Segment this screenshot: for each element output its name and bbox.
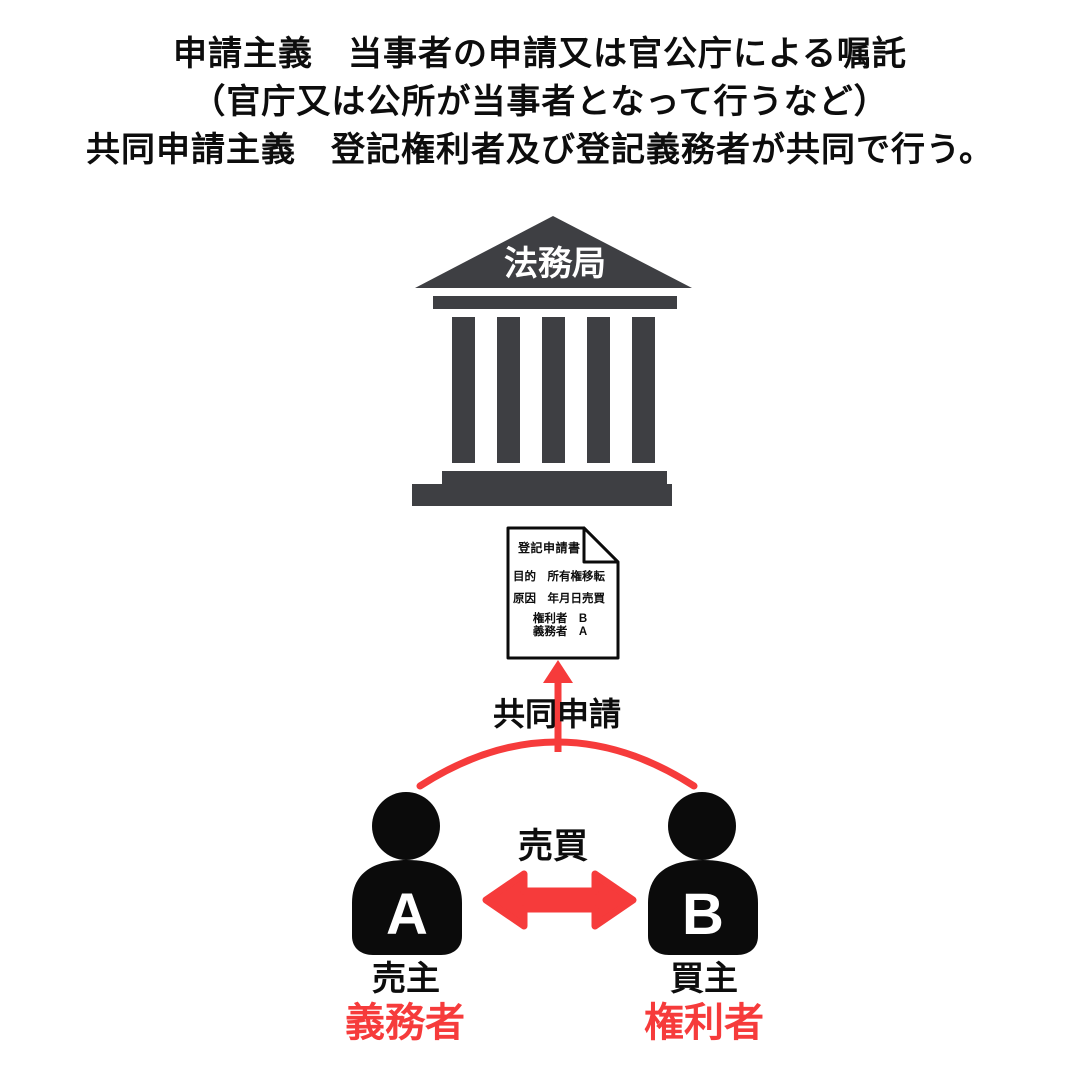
document-rights-holder-line: 権利者 B [532, 613, 588, 625]
document-folded-corner [582, 526, 620, 564]
title-line-3: 共同申請主義 登記権利者及び登記義務者が共同で行う。 [86, 131, 994, 169]
up-arrow-head [543, 660, 573, 683]
person-b-body [648, 860, 758, 955]
sale-double-arrow [482, 870, 637, 930]
document-obligor-line: 義務者 A [532, 626, 588, 638]
person-a-head [372, 792, 440, 860]
person-a-status-label: 義務者 [345, 1001, 465, 1045]
building-roof [415, 216, 692, 288]
document-purpose-line: 目的 所有権移転 [513, 571, 605, 583]
building-base-upper-step [442, 471, 667, 484]
person-b-role-label: 買主 [670, 960, 738, 998]
application-document-icon [506, 526, 620, 660]
person-b-icon [648, 792, 758, 955]
person-a-icon [352, 792, 462, 955]
building-column-4 [587, 317, 610, 463]
building-column-5 [632, 317, 655, 463]
person-a-initial: A [386, 882, 428, 947]
title-block: 申請主義 当事者の申請又は官公庁による嘱託 （官庁又は公所が当事者となって行うな… [0, 30, 1080, 174]
person-a-role-label: 売主 [372, 960, 440, 998]
building-column-3 [542, 317, 565, 463]
government-building-icon [412, 216, 692, 506]
joint-application-label: 共同申請 [492, 696, 622, 732]
sale-label: 売買 [517, 827, 589, 866]
building-base-lower-step [412, 484, 672, 506]
building-column-2 [497, 317, 520, 463]
document-title: 登記申請書 [518, 541, 581, 555]
person-b-initial: B [682, 882, 724, 947]
person-a-body [352, 860, 462, 955]
title-line-2: （官庁又は公所が当事者となって行うなど） [191, 83, 889, 121]
building-architrave [433, 296, 677, 309]
building-label: 法務局 [504, 245, 606, 283]
building-column-1 [452, 317, 475, 463]
person-b-head [668, 792, 736, 860]
joint-application-arrow [416, 660, 698, 790]
document-cause-line: 原因 年月日売買 [513, 593, 605, 605]
person-b-status-label: 権利者 [644, 1001, 764, 1045]
title-line-1: 申請主義 当事者の申請又は官公庁による嘱託 [173, 35, 907, 73]
